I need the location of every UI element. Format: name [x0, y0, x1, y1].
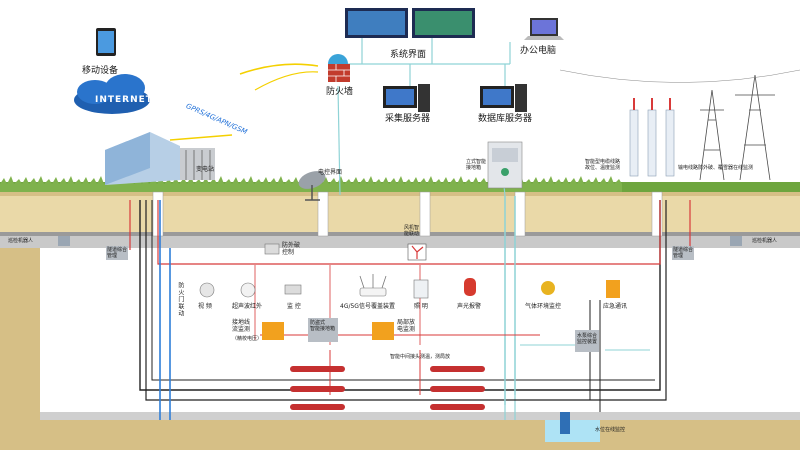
- system-ui-label: 系统界面: [390, 50, 427, 60]
- tunnel-ceiling: [0, 236, 800, 248]
- tablet-icon: [96, 28, 116, 56]
- cabinet-icon: [487, 141, 523, 189]
- tower-icon: [559, 69, 800, 181]
- water-level-label: 水位在线监控: [595, 427, 626, 433]
- box-right-label: 隧道综合 管理: [673, 247, 694, 259]
- road-slab: [0, 232, 800, 236]
- robot-right-label: 巡检机器人: [752, 238, 778, 244]
- monitor-label: 监 控: [287, 303, 301, 310]
- ultrasonic-label: 超声波红外: [232, 303, 263, 310]
- cable-runs: [129, 196, 691, 420]
- db-server-label: 数据库服务器: [478, 114, 533, 124]
- monitor-boxes: [106, 246, 694, 352]
- mobile-label: 移动设备: [82, 66, 119, 76]
- satellite-icon: [298, 171, 326, 201]
- box-left-label: 隧道综合 管理: [107, 247, 128, 259]
- monitor-icon: [345, 8, 475, 38]
- fiber-monitor-label: 智能型电缆线路 故位、温度监测: [585, 159, 621, 171]
- anti-damage-label: 防外破 控制: [282, 242, 301, 256]
- camera-icon: [199, 243, 302, 298]
- phone-icon: [606, 280, 620, 298]
- light-icon: [413, 279, 429, 299]
- robot-left-label: 巡检机器人: [8, 238, 34, 244]
- laptop-icon: [524, 18, 564, 40]
- soil-upper: [0, 196, 800, 234]
- firewall-icon: [328, 54, 350, 82]
- lighting-label: 照 明: [414, 303, 428, 310]
- ground-current-sub-label: （精校电压）: [232, 336, 263, 342]
- anti-theft-label: 防盗式 智能接地箱: [310, 320, 336, 332]
- internet-label: INTERNET: [95, 95, 153, 105]
- gas-label: 气体环境监控: [525, 303, 562, 310]
- electronic-ui-label: 电控界面: [318, 169, 343, 176]
- emergency-label: 应急通讯: [603, 303, 628, 310]
- cloud-icon: [74, 74, 150, 114]
- firewall-label: 防火墙: [326, 87, 354, 97]
- tunnel-floor: [40, 412, 800, 420]
- building-icon: [105, 132, 215, 185]
- alarm-icon: [464, 278, 476, 296]
- insulator-icon: [629, 98, 675, 177]
- soil-bottom: [0, 418, 800, 450]
- substation-label: 变电站: [196, 166, 215, 173]
- fan-icon: [407, 243, 427, 261]
- smart-joint-label: 智能中间接头测温，测局放: [390, 354, 451, 360]
- tower-monitor-label: 输电线路防外破、覆雪器在线监测: [678, 165, 754, 171]
- gas-icon: [541, 281, 555, 295]
- ground-current-label: 接地线 流监测: [232, 319, 251, 333]
- server-icon: [383, 84, 527, 112]
- pump-box-label: 水泵综合 监控装置: [577, 333, 598, 345]
- sound-light-label: 声光报警: [457, 303, 482, 310]
- grounding-box-label: 立式智能 接地箱: [466, 159, 487, 171]
- signal-label: 4G/5G信号覆盖装置: [340, 303, 395, 310]
- fire-door-label: 防火门联动: [176, 282, 184, 317]
- collect-server-label: 采集服务器: [385, 114, 431, 124]
- cable-joints: [290, 366, 485, 410]
- video-label: 视 频: [198, 303, 212, 310]
- fan-link-label: 风机智 能联动: [404, 225, 420, 237]
- pump-icon: [545, 412, 600, 442]
- office-pc-label: 办公电脑: [520, 46, 557, 56]
- router-icon: [359, 274, 387, 297]
- partial-discharge-label: 局部放 电监测: [397, 319, 416, 333]
- robot-icon: [58, 236, 742, 246]
